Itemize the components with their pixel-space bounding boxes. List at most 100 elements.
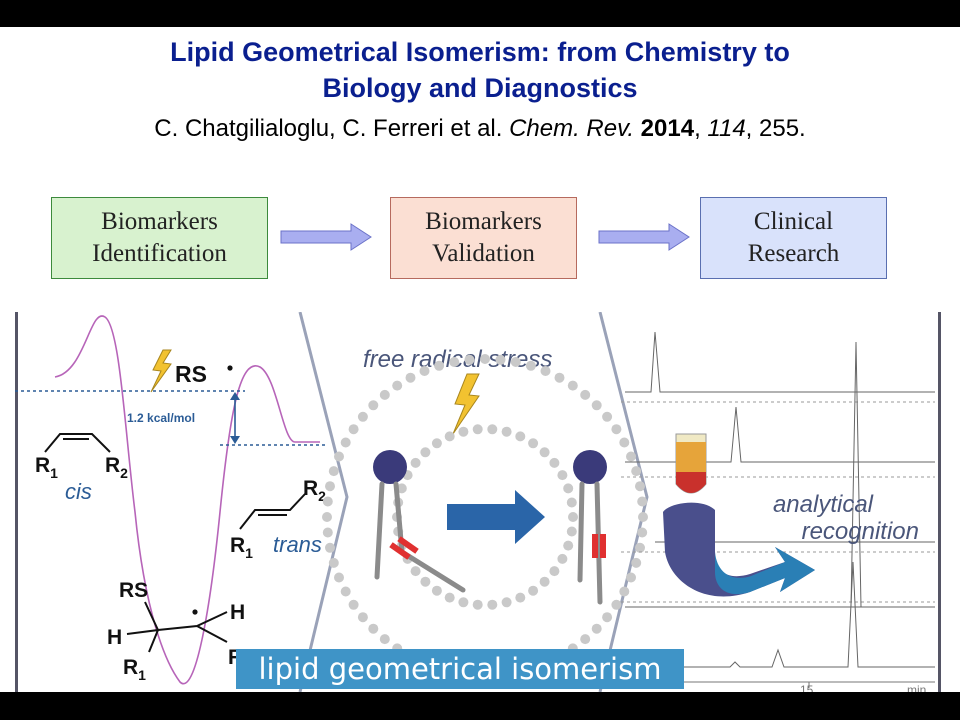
adduct-h-right: H [230, 601, 245, 624]
lipid-head-bead [602, 411, 613, 422]
lipid-head-bead [563, 540, 574, 551]
workflow-step-identification: Biomarkers Identification [51, 197, 268, 279]
trans-lipid-head [573, 450, 607, 484]
lipid-head-bead [322, 496, 333, 507]
lipid-head-bead [591, 623, 602, 634]
lipid-head-bead [340, 437, 351, 448]
lipid-head-bead [396, 483, 407, 494]
cis-lipid-head [373, 450, 407, 484]
lipid-head-bead [379, 389, 390, 400]
lipid-head-bead [510, 357, 521, 367]
lipid-head-bead [328, 466, 339, 477]
isomerism-figure: 1.2 kcal/mol RS R1 R2 cis R2 R1 trans RS… [15, 312, 945, 692]
step3-line1: Clinical [753, 208, 834, 235]
lipid-head-bead [334, 572, 344, 583]
lipid-head-bead [539, 576, 550, 587]
lipid-head-bead [619, 586, 630, 597]
lipid-head-bead [566, 526, 577, 537]
energy-gap-arrow-down-head [230, 436, 240, 444]
lipid-head-bead [472, 599, 483, 610]
liposome-membrane [322, 354, 648, 680]
lipid-head-bead [611, 424, 622, 435]
trans-double-bond-mark [592, 534, 598, 558]
lipid-head-bead [392, 380, 403, 391]
lipid-head-bead [420, 576, 431, 587]
lipid-head-bead [495, 354, 506, 365]
lipid-head-bead [410, 566, 421, 577]
trans-r2: R2 [303, 477, 326, 504]
lipid-head-bead [449, 357, 460, 367]
lipid-head-bead [348, 599, 359, 610]
workflow-arrow-2 [598, 223, 690, 251]
cis-r1: R1 [35, 454, 58, 481]
step1-line2: Identification [92, 240, 227, 267]
radical-dot [227, 365, 233, 371]
adduct-r1: R1 [123, 656, 146, 683]
radical-label: RS [175, 361, 207, 387]
workflow-arrow-1 [280, 223, 372, 251]
lipid-head-bead [566, 497, 577, 508]
radical-bolt-icon [150, 349, 172, 393]
recognition-label: recognition [802, 518, 919, 545]
slide: Lipid Geometrical Isomerism: from Chemis… [0, 27, 960, 692]
cis-double-bond-mark [389, 542, 411, 560]
stress-bolt-icon [452, 373, 480, 435]
lipid-head-bead [635, 481, 645, 492]
lipid-head-bead [557, 553, 568, 564]
cis-bond [44, 433, 111, 453]
lipid-head-bead [444, 431, 455, 442]
energy-gap-label: 1.2 kcal/mol [127, 411, 195, 425]
lipid-head-bead [563, 483, 574, 494]
citation-volume: 114 [707, 115, 746, 142]
adduct-h-left: H [107, 626, 122, 649]
citation-year: 2014 [640, 115, 695, 142]
lipid-head-bead [501, 597, 512, 608]
lipid-head-bead [340, 586, 351, 597]
lipid-head-bead [501, 426, 512, 437]
lipid-head-bead [420, 447, 431, 458]
lipid-head-bead [619, 437, 630, 448]
adduct-radical-dot [192, 609, 198, 615]
lipid-head-bead [568, 512, 578, 522]
lipid-head-bead [431, 585, 442, 596]
lipid-head-bead [626, 451, 636, 462]
lipid-head-bead [368, 400, 379, 411]
lipid-head-bead [515, 592, 526, 603]
citation: C. Chatgilialoglu, C. Ferreri et al. Che… [154, 115, 806, 142]
lipid-head-bead [540, 366, 551, 376]
trans-bond [239, 493, 306, 530]
lipid-head-bead [631, 557, 642, 568]
lipid-head-bead [638, 512, 648, 522]
lipid-head-bead [515, 431, 526, 442]
lipid-head-bead [464, 354, 475, 365]
lipid-head-bead [480, 354, 490, 364]
lipid-head-bead [431, 438, 442, 449]
lipid-head-bead [368, 623, 379, 634]
lipid-head-bead [557, 470, 568, 481]
slide-title-line-1: Lipid Geometrical Isomerism: from Chemis… [170, 37, 790, 67]
chevron-2 [598, 312, 649, 692]
citation-authors: C. Chatgilialoglu, C. Ferreri et al. [154, 115, 510, 142]
lipid-head-bead [637, 527, 648, 538]
lipid-head-bead [528, 585, 539, 596]
trans-label: trans [273, 532, 322, 557]
lipid-head-bead [458, 597, 469, 608]
left-panel-border [15, 312, 18, 692]
slide-title-line-2: Biology and Diagnostics [322, 73, 638, 103]
lipid-head-bead [334, 451, 344, 462]
lipid-head-bead [591, 400, 602, 411]
lipid-head-bead [637, 496, 648, 507]
lipid-head-bead [580, 389, 591, 400]
lipid-head-bead [487, 599, 498, 610]
lipid-head-bead [379, 634, 390, 645]
step2-line2: Validation [432, 240, 535, 267]
workflow-step-validation: Biomarkers Validation [390, 197, 577, 279]
analytical-label: analytical [773, 491, 874, 518]
adduct-bonds [126, 601, 228, 653]
lipid-head-bead [567, 380, 578, 391]
figure-banner: lipid geometrical isomerism [236, 649, 684, 689]
chromatogram-axis-unit: min [907, 683, 926, 692]
lipid-head-bead [348, 424, 359, 435]
citation-pages: , 255. [745, 115, 806, 142]
lipid-head-bead [458, 426, 469, 437]
